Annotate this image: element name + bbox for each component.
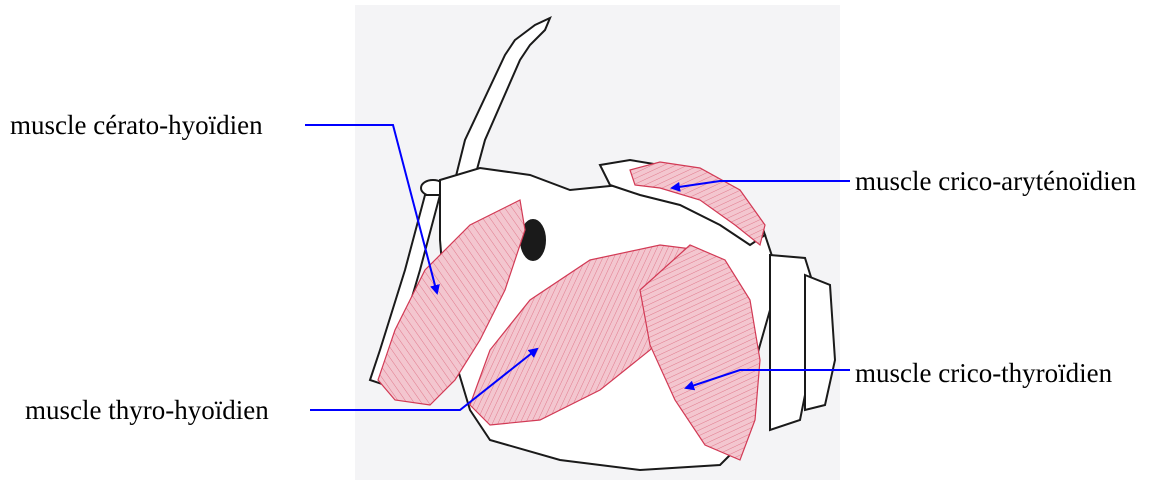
label-muscle-crico-arytenoidien: muscle crico-aryténoïdien	[855, 168, 1136, 195]
label-muscle-thyro-hyoidien: muscle thyro-hyoïdien	[25, 397, 269, 424]
label-muscle-crico-thyroidien: muscle crico-thyroïdien	[855, 360, 1112, 387]
label-muscle-cerato-hyoidien: muscle cérato-hyoïdien	[10, 112, 263, 139]
